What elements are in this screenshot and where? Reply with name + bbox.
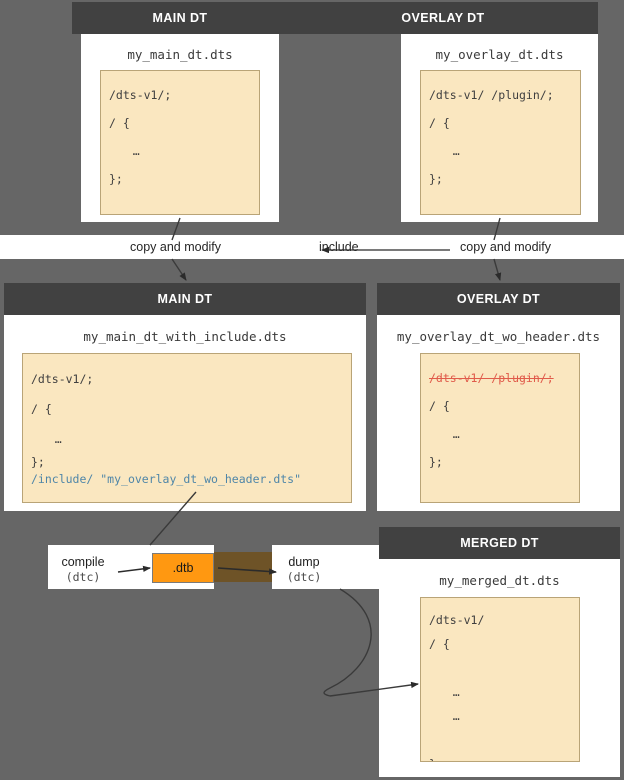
compile-tool-text: (dtc) — [65, 570, 101, 584]
label-copy-modify-right: copy and modify — [452, 235, 624, 259]
label-include: include — [315, 235, 373, 259]
row3-merged-header: MERGED DT — [379, 527, 620, 559]
code-line-include: /include/ "my_overlay_dt_wo_header.dts" — [31, 471, 343, 488]
dump-tool-text: (dtc) — [286, 570, 322, 584]
row1-main-code: /dts-v1/; / { … }; — [100, 70, 260, 215]
row2-overlay-code: /dts-v1/ /plugin/; / { … }; — [420, 353, 580, 503]
mid-band-gap-a — [290, 235, 315, 259]
label-copy-modify-left: copy and modify — [118, 235, 290, 259]
row3-merged-filename: my_merged_dt.dts — [439, 573, 560, 588]
dump-label: dump (dtc) — [277, 555, 331, 585]
compile-label-text: compile — [61, 555, 105, 569]
compile-label: compile (dtc) — [52, 555, 114, 585]
mid-band-left — [0, 235, 118, 259]
code-line: / { — [429, 399, 450, 413]
row1-main-header: MAIN DT — [72, 2, 288, 34]
code-line: /dts-v1/; — [109, 88, 172, 102]
code-line: / { — [429, 637, 450, 651]
row1-overlay-code: /dts-v1/ /plugin/; / { … }; — [420, 70, 581, 215]
code-line: }; — [31, 455, 45, 469]
row2-main-code: /dts-v1/; / { … }; /include/ "my_overlay… — [22, 353, 352, 503]
row2-overlay-header-label: OVERLAY DT — [456, 292, 541, 306]
row2-overlay-filename: my_overlay_dt_wo_header.dts — [396, 329, 601, 344]
dump-label-text: dump — [288, 555, 320, 569]
code-line: /dts-v1/; — [31, 372, 94, 386]
code-line — [429, 656, 571, 680]
code-line: … — [429, 144, 461, 158]
row2-main-filename: my_main_dt_with_include.dts — [83, 329, 287, 344]
code-line: … — [429, 427, 461, 441]
code-line: }; — [429, 752, 571, 761]
code-line: }; — [429, 455, 443, 469]
row3-merged-code: /dts-v1/ / { … … }; — [420, 597, 580, 762]
code-line: … — [429, 685, 461, 699]
pipeline-strip-right — [272, 545, 379, 589]
row2-main-header: MAIN DT — [4, 283, 366, 315]
dtb-artifact-box: .dtb — [152, 553, 214, 583]
row3-merged-header-label: MERGED DT — [460, 536, 539, 550]
row2-overlay-header: OVERLAY DT — [377, 283, 620, 315]
code-line: … — [429, 709, 461, 723]
code-line: / { — [31, 402, 52, 416]
row1-overlay-header-label: OVERLAY DT — [401, 11, 485, 25]
row1-main-panel: my_main_dt.dts /dts-v1/; / { … }; — [81, 34, 279, 222]
row3-merged-panel: my_merged_dt.dts /dts-v1/ / { … … }; — [379, 559, 620, 777]
code-line: }; — [109, 172, 123, 186]
code-line: /dts-v1/ /plugin/; — [429, 88, 554, 102]
include-target: "my_overlay_dt_wo_header.dts" — [100, 472, 302, 486]
row1-overlay-header: OVERLAY DT — [288, 2, 598, 34]
label-include-text: include — [319, 240, 359, 254]
row1-overlay-filename: my_overlay_dt.dts — [435, 47, 564, 62]
code-line: … — [31, 432, 63, 446]
mid-band-gap-b — [373, 235, 452, 259]
label-copy-modify-left-text: copy and modify — [130, 240, 222, 254]
pipeline-connector-bar — [214, 552, 272, 582]
row1-main-filename: my_main_dt.dts — [127, 47, 233, 62]
code-line: / { — [109, 116, 130, 130]
code-line: … — [109, 144, 141, 158]
code-line — [429, 728, 571, 752]
row2-main-panel: my_main_dt_with_include.dts /dts-v1/; / … — [4, 315, 366, 511]
row2-main-header-label: MAIN DT — [157, 292, 213, 306]
code-line: }; — [429, 172, 443, 186]
row1-main-header-label: MAIN DT — [152, 11, 208, 25]
code-line: / { — [429, 116, 450, 130]
label-copy-modify-right-text: copy and modify — [460, 240, 552, 254]
dtb-artifact-label: .dtb — [172, 561, 194, 575]
code-line-struck: /dts-v1/ /plugin/; — [429, 371, 554, 385]
code-line: /dts-v1/ — [429, 613, 485, 627]
include-keyword: /include/ — [31, 472, 94, 486]
row2-overlay-panel: my_overlay_dt_wo_header.dts /dts-v1/ /pl… — [377, 315, 620, 511]
row1-overlay-panel: my_overlay_dt.dts /dts-v1/ /plugin/; / {… — [401, 34, 598, 222]
